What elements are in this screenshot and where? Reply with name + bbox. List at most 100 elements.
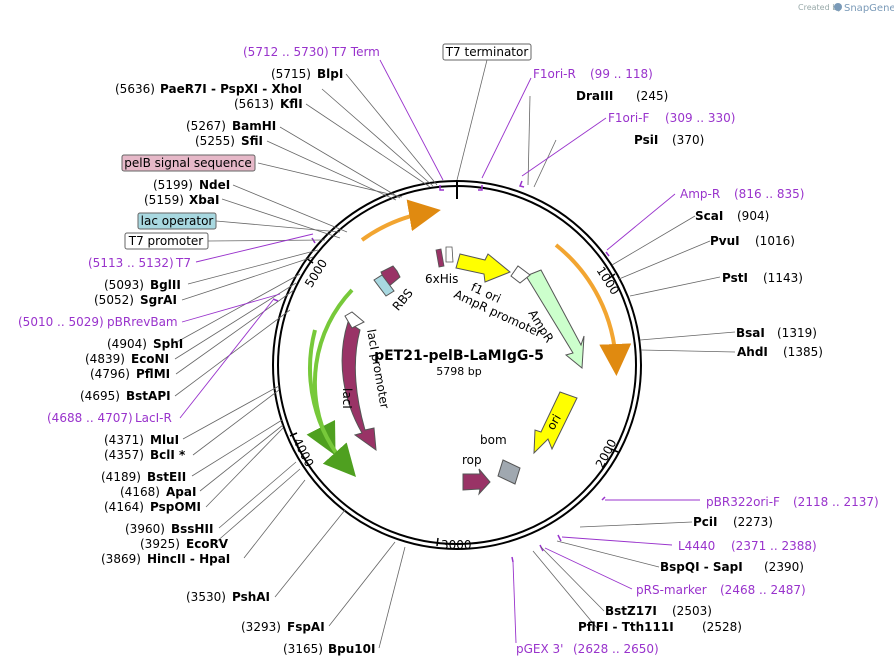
site-psti-pos: (1143)	[763, 271, 803, 285]
site-pshai-name[interactable]: PshAI	[232, 590, 270, 604]
site-ndei-pos: (5199)	[153, 178, 193, 192]
laci-promoter-feature[interactable]	[344, 311, 365, 329]
primer-laci-r-name[interactable]: LacI-R	[135, 411, 172, 425]
tick-2000: 2000	[593, 437, 620, 471]
primer-pbrrevbam-name[interactable]: pBRrevBam	[107, 315, 178, 329]
site-psii-pos: (370)	[672, 133, 704, 147]
site-apai-pos: (4168)	[120, 485, 160, 499]
site-bcli-name[interactable]: BclI *	[150, 448, 186, 462]
t7-terminator-box[interactable]	[442, 43, 532, 61]
site-mlui-pos: (4371)	[104, 433, 144, 447]
site-bsai-name[interactable]: BsaI	[736, 326, 765, 340]
primer-prs-marker-range: (2468 .. 2487)	[720, 583, 806, 597]
lac-operator-feature[interactable]	[373, 274, 395, 297]
site-draiii-pos: (245)	[636, 89, 668, 103]
site-ecorv-name[interactable]: EcoRV	[186, 537, 229, 551]
primer-amp-r-range: (816 .. 835)	[734, 187, 804, 201]
site-bglii-name[interactable]: BglII	[150, 278, 181, 292]
label-laci-promoter: lacI promoter	[364, 328, 392, 410]
site-bstz17i-pos: (2503)	[672, 604, 712, 618]
f1-ori-feature[interactable]	[455, 253, 511, 283]
primer-l4440-name[interactable]: L4440	[678, 539, 715, 553]
primer-l4440-range: (2371 .. 2388)	[731, 539, 817, 553]
site-bsteii-name[interactable]: BstEII	[147, 470, 186, 484]
site-blpi-name[interactable]: BlpI	[317, 67, 343, 81]
primer-f1ori-r-name[interactable]: F1ori-R	[533, 67, 576, 81]
site-bamhi-pos: (5267)	[186, 119, 226, 133]
primer-amp-r-name[interactable]: Amp-R	[680, 187, 720, 201]
site-pflmi-name[interactable]: PflMI	[136, 367, 170, 381]
primer-pbrrevbam-range: (5010 .. 5029)	[18, 315, 104, 329]
site-kfli-name[interactable]: KflI	[280, 97, 303, 111]
pelb-label: pelB signal sequence	[124, 156, 252, 170]
site-econi-name[interactable]: EcoNI	[131, 352, 169, 366]
site-pvui-name[interactable]: PvuI	[710, 234, 740, 248]
site-ahdi-name[interactable]: AhdI	[737, 345, 768, 359]
site-bspqi-name[interactable]: BspQI - SapI	[660, 560, 743, 574]
site-pcii-pos: (2273)	[733, 515, 773, 529]
site-apai-name[interactable]: ApaI	[166, 485, 196, 499]
site-sphi-pos: (4904)	[107, 337, 147, 351]
site-xbai-pos: (5159)	[144, 193, 184, 207]
rop-feature[interactable]	[462, 468, 491, 496]
site-bpu10i-name[interactable]: Bpu10I	[328, 642, 375, 656]
primer-t7term-name[interactable]: T7 Term	[331, 45, 380, 59]
site-bstapi-name[interactable]: BstAPI	[126, 389, 171, 403]
pelb-box[interactable]	[121, 154, 256, 172]
lac-operator-label: lac operator	[141, 214, 214, 228]
primer-pgex3-name[interactable]: pGEX 3'	[516, 642, 563, 656]
orf-arc-right	[554, 243, 632, 376]
primer-t7-range: (5113 .. 5132)	[88, 256, 174, 270]
site-bamhi-name[interactable]: BamHI	[232, 119, 276, 133]
site-sgrai-pos: (5052)	[94, 293, 134, 307]
site-psii-name[interactable]: PsiI	[634, 133, 658, 147]
tick-5000: 5000	[302, 257, 330, 290]
site-hincii-pos: (3869)	[101, 552, 141, 566]
ori-feature[interactable]	[533, 391, 578, 455]
site-bsshii-pos: (3960)	[125, 522, 165, 536]
site-mlui-name[interactable]: MluI	[150, 433, 179, 447]
laci-feature[interactable]	[341, 321, 377, 452]
lac-operator-box[interactable]	[137, 212, 217, 230]
credit-text: Created by	[798, 3, 842, 12]
site-sgrai-name[interactable]: SgrAI	[140, 293, 177, 307]
site-sphi-name[interactable]: SphI	[153, 337, 183, 351]
primer-prs-marker-name[interactable]: pRS-marker	[636, 583, 707, 597]
primer-t7term-range: (5712 .. 5730)	[243, 45, 329, 59]
site-xbai-name[interactable]: XbaI	[189, 193, 219, 207]
primer-t7-name[interactable]: T7	[175, 256, 191, 270]
orf-arc-top	[360, 199, 441, 242]
site-hincii-name[interactable]: HincII - HpaI	[147, 552, 230, 566]
bom-feature[interactable]	[497, 459, 521, 485]
sixhis-feature[interactable]	[445, 246, 454, 263]
label-laci: lacI	[340, 388, 354, 409]
site-fspai-name[interactable]: FspAI	[287, 620, 325, 634]
site-econi-pos: (4839)	[85, 352, 125, 366]
primer-pbr322ori-f-name[interactable]: pBR322ori-F	[706, 495, 780, 509]
site-bsai-pos: (1319)	[777, 326, 817, 340]
t7-terminator-label: T7 terminator	[445, 45, 529, 59]
ampr-promoter-feature[interactable]	[510, 265, 531, 284]
t7-promoter-box[interactable]	[124, 232, 209, 250]
site-pcii-name[interactable]: PciI	[693, 515, 718, 529]
site-psti-name[interactable]: PstI	[722, 271, 748, 285]
site-pflfi-name[interactable]: PflFI - Tth111I	[578, 620, 674, 634]
site-scai-name[interactable]: ScaI	[695, 209, 723, 223]
label-rop: rop	[462, 453, 482, 467]
tick-3000: 3000	[441, 538, 472, 552]
primer-pgex3-range: (2628 .. 2650)	[573, 642, 659, 656]
primer-f1ori-f-name[interactable]: F1ori-F	[608, 111, 649, 125]
primer-laci-r-range: (4688 .. 4707)	[47, 411, 133, 425]
credit-brand: SnapGene	[844, 3, 894, 14]
site-ndei-name[interactable]: NdeI	[199, 178, 230, 192]
site-paer7i-name[interactable]: PaeR7I - PspXI - XhoI	[160, 82, 302, 96]
ampr-feature[interactable]	[525, 269, 585, 370]
site-pspomi-name[interactable]: PspOMI	[150, 500, 201, 514]
site-bstz17i-name[interactable]: BstZ17I	[605, 604, 657, 618]
pelb-feature[interactable]	[435, 248, 445, 268]
site-draiii-name[interactable]: DraIII	[576, 89, 613, 103]
site-blpi-pos: (5715)	[271, 67, 311, 81]
orf-arc-green-outer	[308, 329, 356, 477]
site-bsshii-name[interactable]: BssHII	[171, 522, 213, 536]
site-sfii-name[interactable]: SfiI	[241, 134, 263, 148]
